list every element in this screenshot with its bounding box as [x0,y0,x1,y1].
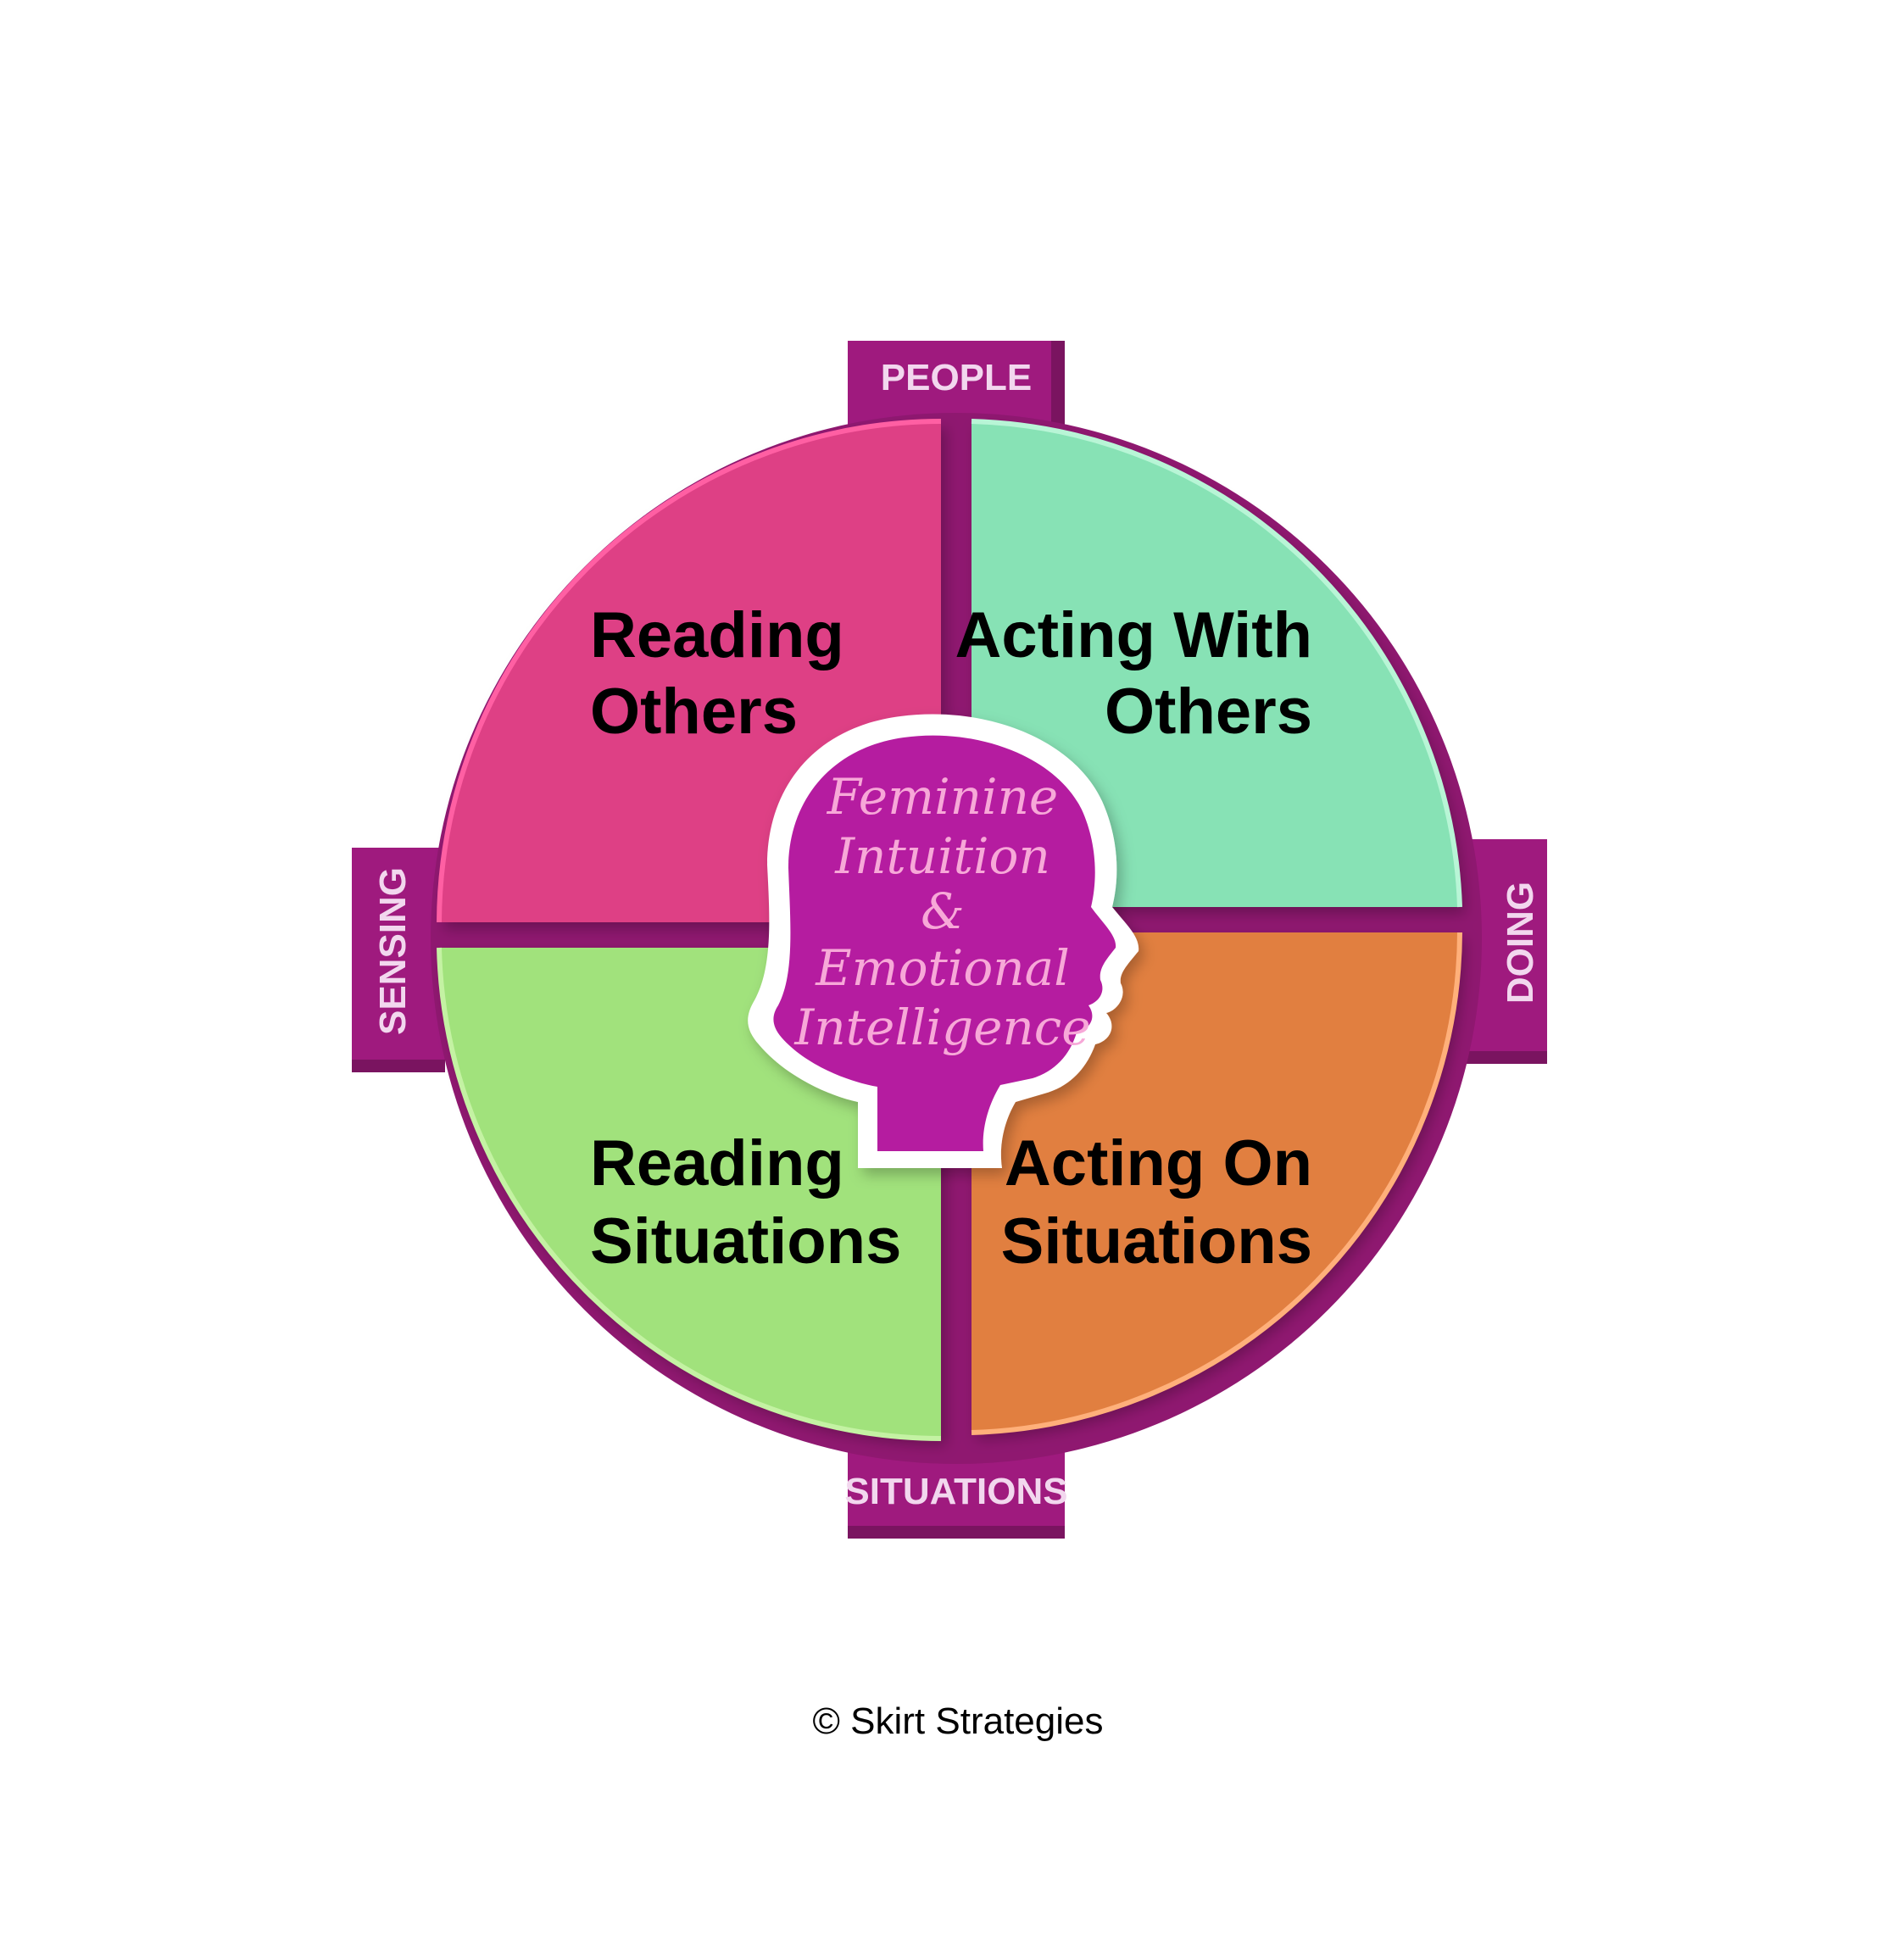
axis-tab-sensing: SENSING [352,848,445,1072]
label-reading-others-line2: Others [590,676,798,748]
axis-label-people: PEOPLE [881,357,1033,398]
quadrant-acting-with-others [971,421,1460,907]
quadrant-edge-highlight [437,947,942,1441]
label-reading-situations-line2: Situations [590,1205,901,1277]
center-text-line4: Emotional [815,939,1070,997]
label-acting-on-situations-line1: Acting On [1005,1127,1312,1199]
quadrant-acting-on-situations [971,932,1460,1433]
copyright-text: © Skirt Strategies [813,1700,1104,1742]
axis-label-sensing: SENSING [372,867,414,1035]
quadrant-edge-highlight [437,419,942,923]
head-silhouette-icon [748,714,1139,1168]
quadrant-edge-highlight [971,419,1462,908]
label-acting-on-situations-line2: Situations [1001,1205,1312,1277]
label-acting-with-others-line1: Acting With [955,599,1312,671]
label-acting-with-others-line2: Others [1105,676,1312,748]
axis-tab-people: PEOPLE [848,341,1065,426]
center-text-line1: Feminine [827,768,1059,826]
quadrant-edge-highlight [971,932,1462,1435]
label-reading-situations-line1: Reading [590,1127,844,1199]
label-reading-others-line1: Reading [590,599,844,671]
center-text-line5: Intelligence [793,999,1090,1056]
axis-label-situations: SITUATIONS [844,1471,1067,1512]
axis-label-doing: DOING [1500,882,1541,1004]
center-text-line3: & [921,882,965,940]
center-text-line2: Intuition [834,827,1050,885]
